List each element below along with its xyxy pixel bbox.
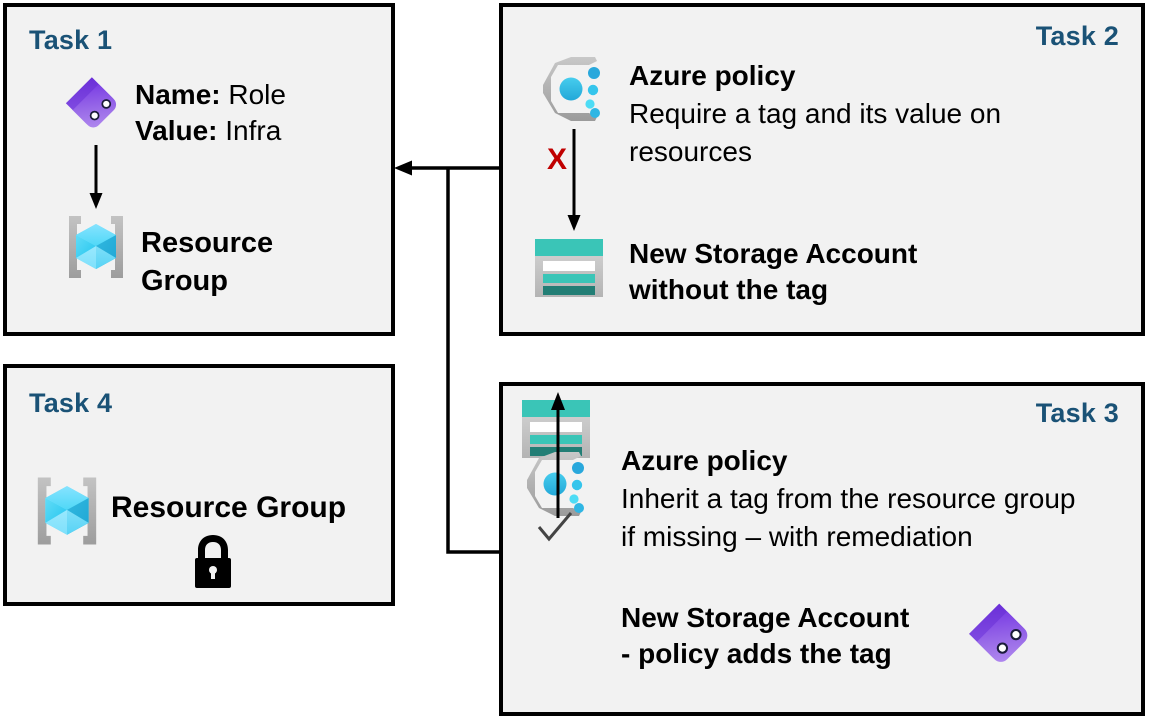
task-2-policy-description: Require a tag and its value on resources bbox=[629, 98, 1002, 167]
task-3-policy-description: Inherit a tag from the resource group if… bbox=[621, 483, 1076, 552]
panel-task-1: Task 1 Name: Role Value: Infra bbox=[3, 3, 395, 336]
lock-icon bbox=[189, 532, 237, 590]
check-mark-icon bbox=[535, 511, 575, 547]
task-3-storage-line1: New Storage Account bbox=[621, 602, 910, 633]
tag-name-value: Role bbox=[228, 79, 286, 110]
task-4-label: Task 4 bbox=[29, 388, 113, 418]
tag-name-key: Name: bbox=[135, 79, 221, 110]
storage-account-icon bbox=[531, 235, 607, 301]
arrow-down-icon bbox=[83, 145, 109, 211]
task-1-resource-group-line2: Group bbox=[141, 265, 228, 297]
panel-task-2: Task 2 Azure policy Require a tag and it… bbox=[499, 3, 1145, 336]
task-2-storage-line2: without the tag bbox=[629, 274, 829, 305]
panel-task-3: Task 3 bbox=[499, 382, 1145, 716]
azure-policy-icon bbox=[535, 53, 613, 125]
tag-value-value: Infra bbox=[225, 115, 282, 146]
task-3-storage-line2: - policy adds the tag bbox=[621, 638, 892, 669]
task-3-policy-title: Azure policy bbox=[621, 445, 788, 476]
tag-name-row: Name: Role bbox=[135, 77, 286, 113]
resource-group-icon bbox=[27, 471, 107, 551]
azure-policy-icon bbox=[519, 448, 597, 520]
task-2-label: Task 2 bbox=[1035, 21, 1119, 51]
resource-group-icon bbox=[59, 210, 133, 284]
arrow-down-icon bbox=[561, 129, 587, 233]
panel-task-4: Task 4 Resource Group bbox=[3, 364, 395, 606]
connector-task2-to-task1 bbox=[394, 160, 499, 176]
tag-icon bbox=[65, 75, 127, 137]
task-2-policy-title: Azure policy bbox=[629, 60, 796, 91]
connector-task3-to-task1 bbox=[446, 168, 499, 554]
task-4-resource-group-label: Resource Group bbox=[111, 491, 347, 524]
tag-icon bbox=[968, 601, 1040, 673]
arrow-up-icon bbox=[545, 390, 571, 518]
tag-value-key: Value: bbox=[135, 115, 218, 146]
tag-value-row: Value: Infra bbox=[135, 113, 281, 149]
task-1-resource-group-line1: Resource bbox=[141, 227, 274, 259]
task-3-label: Task 3 bbox=[1035, 398, 1119, 428]
task-1-label: Task 1 bbox=[29, 25, 113, 55]
task-2-storage-line1: New Storage Account bbox=[629, 238, 918, 269]
x-mark-icon: X bbox=[547, 143, 568, 176]
